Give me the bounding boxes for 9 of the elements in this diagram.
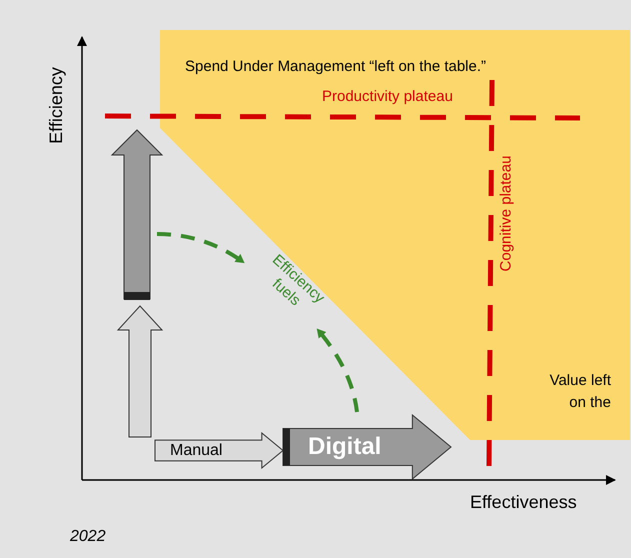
plateau-label: Productivity plateau	[322, 88, 453, 105]
axis-title: Efficiency	[46, 67, 67, 144]
plateau-label: Cognitive plateau	[497, 156, 514, 272]
region-note: Value left on the	[548, 371, 611, 413]
region-title: Spend Under Management “left on the table.”	[185, 58, 486, 75]
node-label: Digital	[308, 432, 382, 462]
caption: 2022	[70, 528, 106, 546]
axis-title: Effectiveness	[470, 492, 577, 513]
node-label: Manual	[170, 440, 222, 460]
